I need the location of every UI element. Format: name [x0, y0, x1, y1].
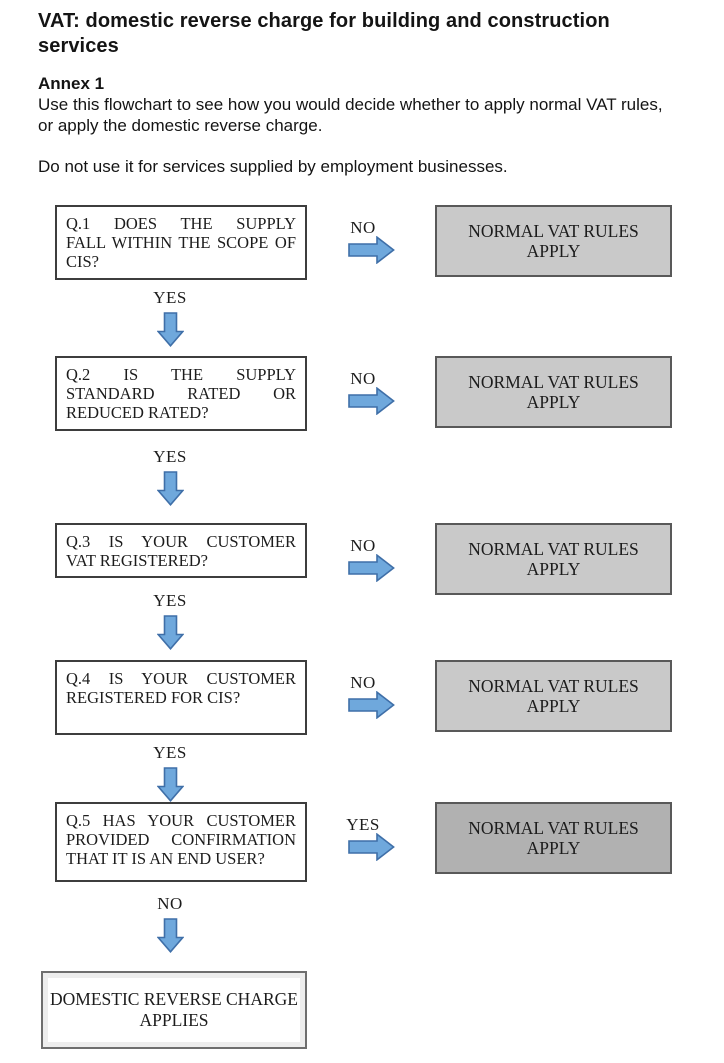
document-header: VAT: domestic reverse charge for buildin… — [0, 0, 724, 177]
text-line: NORMAL VAT RULES — [468, 372, 639, 392]
page-title: VAT: domestic reverse charge for buildin… — [38, 9, 694, 59]
text-line: Q.5 HAS YOUR CUSTOMER — [66, 811, 296, 830]
right-arrow-icon — [347, 387, 395, 415]
down-arrow-icon — [156, 471, 184, 506]
connector-label: YES — [153, 288, 187, 307]
branch-label: YES — [346, 815, 380, 834]
text-line: Q.2 IS THE SUPPLY — [66, 365, 296, 384]
text-line: APPLY — [526, 392, 581, 412]
branch: NO — [307, 205, 435, 264]
text-line: CIS? — [66, 252, 99, 271]
text-line: APPLY — [526, 696, 581, 716]
right-arrow-icon — [347, 833, 395, 861]
flow-connector: YES — [55, 591, 285, 650]
text-line: NORMAL VAT RULES — [468, 221, 639, 241]
text-line: APPLIES — [139, 1010, 209, 1030]
branch-label: NO — [350, 218, 376, 237]
flow-connector: YES — [55, 447, 285, 506]
down-arrow-icon — [156, 767, 184, 802]
branch-label: NO — [350, 369, 376, 388]
connector-label: YES — [153, 591, 187, 610]
branch: NO — [307, 356, 435, 415]
text-line: or apply the domestic reverse charge. — [38, 116, 323, 135]
text-line: APPLY — [526, 241, 581, 261]
note-text: Do not use it for services supplied by e… — [38, 157, 508, 176]
branch: NO — [307, 523, 435, 582]
text-line: DOMESTIC REVERSE CHARGE — [50, 989, 298, 1009]
connector-label: YES — [153, 743, 187, 762]
right-arrow-icon — [347, 691, 395, 719]
right-arrow-icon — [347, 554, 395, 582]
down-arrow-icon — [156, 918, 184, 953]
text-line: APPLY — [526, 838, 581, 858]
text-line: VAT REGISTERED? — [66, 551, 208, 570]
text-line: STANDARD RATED OR — [66, 384, 296, 403]
text-line: NORMAL VAT RULES — [468, 676, 639, 696]
text-line: services — [38, 35, 119, 57]
flow-connector: YES — [55, 288, 285, 347]
flow-connector: NO — [55, 894, 285, 953]
branch: NO — [307, 660, 435, 719]
text-line: Q.1 DOES THE SUPPLY — [66, 214, 296, 233]
text-line: Q.3 IS YOUR CUSTOMER — [66, 532, 296, 551]
text-line: REDUCED RATED? — [66, 403, 209, 422]
text-line: PROVIDED CONFIRMATION — [66, 830, 296, 849]
connector-label: NO — [157, 894, 183, 913]
text-line: FALL WITHIN THE SCOPE OF — [66, 233, 296, 252]
intro-text: Use this flowchart to see how you would … — [38, 94, 694, 136]
text-line: THAT IT IS AN END USER? — [66, 849, 265, 868]
down-arrow-icon — [156, 615, 184, 650]
text-line: REGISTERED FOR CIS? — [66, 688, 241, 707]
right-arrow-icon — [347, 236, 395, 264]
text-line: VAT: domestic reverse charge for buildin… — [38, 10, 610, 32]
annex-heading: Annex 1 — [38, 74, 105, 93]
flow-connector: YES — [55, 743, 285, 802]
text-line: APPLY — [526, 559, 581, 579]
connector-label: YES — [153, 447, 187, 466]
branch-label: NO — [350, 673, 376, 692]
down-arrow-icon — [156, 312, 184, 347]
text-line: NORMAL VAT RULES — [468, 539, 639, 559]
branch-label: NO — [350, 536, 376, 555]
text-line: NORMAL VAT RULES — [468, 818, 639, 838]
branch: YES — [307, 802, 435, 861]
text-line: Use this flowchart to see how you would … — [38, 95, 663, 114]
text-line: Q.4 IS YOUR CUSTOMER — [66, 669, 296, 688]
